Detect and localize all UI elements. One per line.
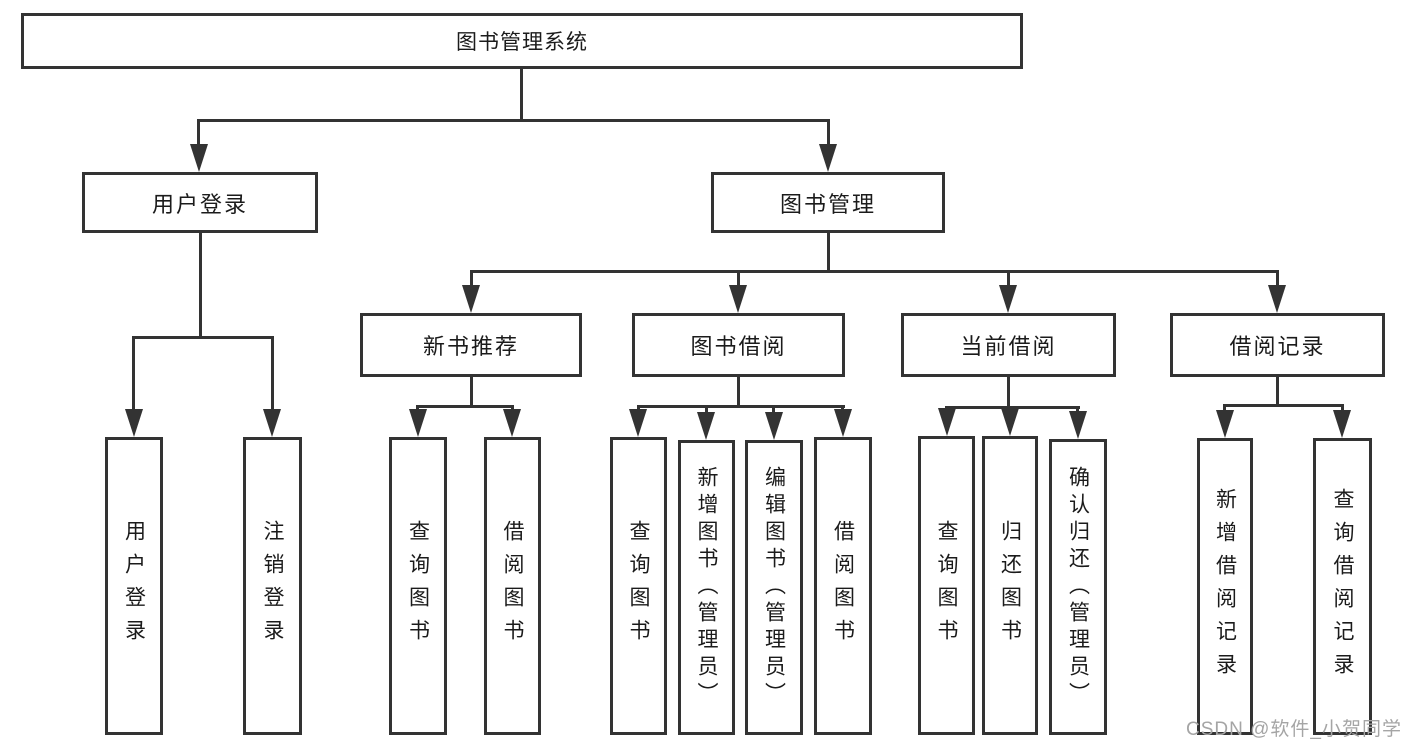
node-borrow-records: 借阅记录 [1170, 313, 1385, 377]
leaf-add-books-admin: 新增图书（管理员） [678, 440, 735, 735]
leaf-logout: 注销登录 [243, 437, 302, 735]
connector-line [197, 119, 830, 122]
connector-line [271, 336, 274, 413]
connector-arrowhead [1216, 410, 1234, 438]
connector-line [705, 405, 708, 416]
connector-line [827, 233, 830, 273]
connector-arrowhead [1069, 411, 1087, 439]
connector-line [470, 377, 473, 408]
node-root: 图书管理系统 [21, 13, 1023, 69]
connector-arrowhead [938, 408, 956, 436]
connector-arrowhead [503, 409, 521, 437]
connector-line [416, 405, 514, 408]
connector-arrowhead [765, 412, 783, 440]
connector-line [637, 405, 845, 408]
leaf-return-books: 归还图书 [982, 436, 1038, 735]
connector-line [1076, 406, 1079, 414]
csdn-watermark: CSDN @软件_小贺同学 [1186, 719, 1402, 740]
connector-arrowhead [999, 285, 1017, 313]
connector-line [199, 233, 202, 339]
connector-arrowhead [1268, 285, 1286, 313]
connector-arrowhead [729, 285, 747, 313]
connector-line [1007, 270, 1010, 289]
connector-line [737, 270, 740, 289]
connector-line [827, 119, 830, 149]
connector-arrowhead [819, 144, 837, 172]
connector-line [470, 270, 473, 289]
connector-arrowhead [190, 144, 208, 172]
leaf-borrow-books: 借阅图书 [814, 437, 872, 735]
node-book-management: 图书管理 [711, 172, 945, 233]
connector-arrowhead [1001, 408, 1019, 436]
connector-line [1341, 404, 1344, 414]
node-new-book-recommend: 新书推荐 [360, 313, 582, 377]
connector-line [1223, 404, 1226, 414]
connector-line [520, 69, 523, 121]
leaf-query-borrow-record: 查询借阅记录 [1313, 438, 1372, 735]
connector-line [737, 377, 740, 408]
connector-line [197, 119, 200, 149]
connector-line [1276, 270, 1279, 289]
connector-arrowhead [409, 409, 427, 437]
leaf-query-books-current: 查询图书 [918, 436, 975, 735]
node-book-borrow: 图书借阅 [632, 313, 845, 377]
leaf-query-books-borrow: 查询图书 [610, 437, 667, 735]
connector-line [132, 336, 274, 339]
node-user-login: 用户登录 [82, 172, 318, 233]
connector-line [1007, 377, 1010, 409]
connector-line [772, 405, 775, 416]
connector-arrowhead [834, 409, 852, 437]
leaf-borrow-books-recommend: 借阅图书 [484, 437, 541, 735]
connector-arrowhead [1333, 410, 1351, 438]
connector-line [945, 406, 1080, 409]
connector-line [1223, 404, 1344, 407]
leaf-user-login: 用户登录 [105, 437, 163, 735]
connector-line [1276, 377, 1279, 407]
leaf-confirm-return-admin: 确认归还（管理员） [1049, 439, 1107, 735]
leaf-add-borrow-record: 新增借阅记录 [1197, 438, 1253, 735]
connector-arrowhead [462, 285, 480, 313]
connector-line [132, 336, 135, 413]
connector-arrowhead [629, 409, 647, 437]
connector-arrowhead [697, 412, 715, 440]
connector-line [470, 270, 1279, 273]
leaf-query-books-recommend: 查询图书 [389, 437, 447, 735]
connector-arrowhead [263, 409, 281, 437]
connector-arrowhead [125, 409, 143, 437]
leaf-edit-books-admin: 编辑图书（管理员） [745, 440, 803, 735]
node-current-borrow: 当前借阅 [901, 313, 1116, 377]
